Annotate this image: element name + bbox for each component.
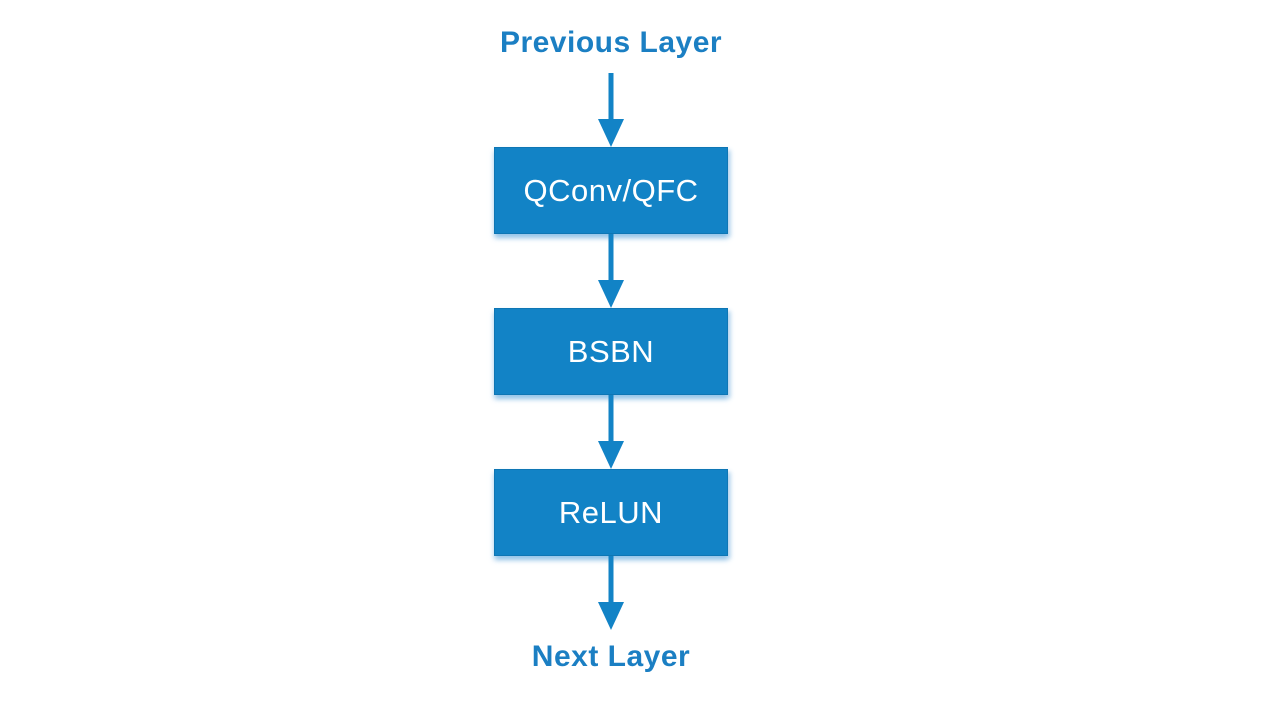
arrow-down-icon <box>598 556 624 630</box>
node-bsbn: BSBN <box>494 308 728 395</box>
previous-layer-label: Previous Layer <box>499 26 723 59</box>
arrow-down-icon <box>598 395 624 469</box>
arrow-down-icon <box>598 234 624 308</box>
arrow-down-icon <box>598 73 624 147</box>
node-qconv-qfc: QConv/QFC <box>494 147 728 234</box>
next-layer-label: Next Layer <box>531 640 691 673</box>
node-relun: ReLUN <box>494 469 728 556</box>
layer-flow-diagram: Previous Layer QConv/QFC BSBN ReLUN Next… <box>494 26 728 673</box>
